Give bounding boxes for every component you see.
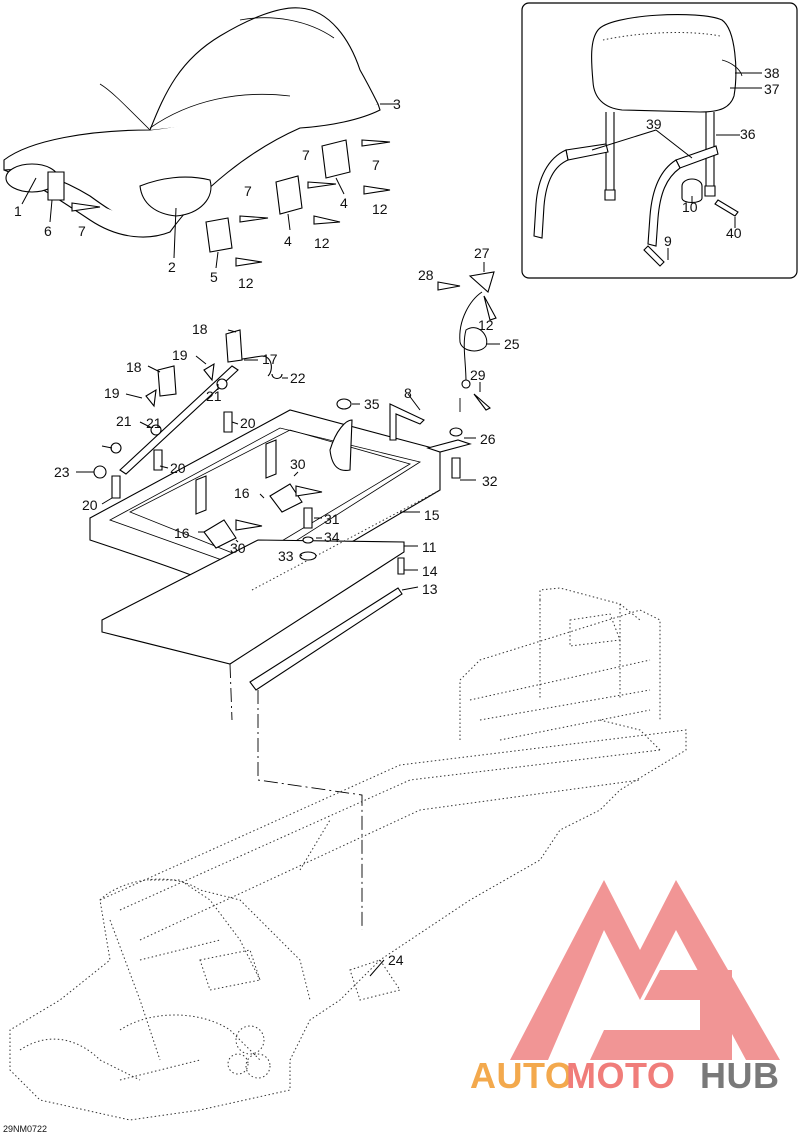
callout-6: 6 [44, 223, 52, 239]
tray-leaders [76, 329, 476, 591]
callout-18: 18 [192, 321, 208, 337]
callout-38: 38 [764, 65, 780, 81]
callout-12: 12 [478, 317, 494, 333]
callout-37: 37 [764, 81, 780, 97]
callout-21: 21 [116, 413, 132, 429]
callout-18: 18 [126, 359, 142, 375]
diagram-code: 29NM0722 [3, 1124, 47, 1134]
callout-28: 28 [418, 267, 434, 283]
callout-2: 2 [168, 259, 176, 275]
chassis-frame [9, 587, 687, 1121]
callout-25: 25 [504, 336, 520, 352]
callout-20: 20 [170, 460, 186, 476]
watermark-logo [510, 880, 780, 1060]
callout-22: 22 [290, 370, 306, 386]
callout-40: 40 [726, 225, 742, 241]
callout-7: 7 [372, 157, 380, 173]
callout-27: 27 [474, 245, 490, 261]
callout-3: 3 [393, 96, 401, 112]
callout-5: 5 [210, 269, 218, 285]
callout-7: 7 [302, 147, 310, 163]
callout-19: 19 [104, 385, 120, 401]
callout-30: 30 [290, 456, 306, 472]
callout-4: 4 [340, 195, 348, 211]
callout-13: 13 [422, 581, 438, 597]
callout-8: 8 [404, 385, 412, 401]
callout-32: 32 [482, 473, 498, 489]
callout-14: 14 [422, 563, 438, 579]
callout-35: 35 [364, 396, 380, 412]
callout-15: 15 [424, 507, 440, 523]
callout-26: 26 [480, 431, 496, 447]
callout-21: 21 [146, 415, 162, 431]
callout-11: 11 [422, 539, 437, 555]
callout-10: 10 [682, 199, 698, 215]
callout-16: 16 [174, 525, 190, 541]
watermark-hub: HUB [700, 1055, 780, 1096]
inset-leaders [591, 72, 762, 260]
callout-7: 7 [244, 183, 252, 199]
callout-4: 4 [284, 233, 292, 249]
seat-leaders [21, 103, 396, 269]
callout-30: 30 [230, 540, 246, 556]
callout-17: 17 [262, 351, 278, 367]
callout-12: 12 [372, 201, 388, 217]
callout-33: 33 [278, 548, 294, 564]
callout-29: 29 [470, 367, 486, 383]
callout-1: 1 [14, 203, 22, 219]
callout-20: 20 [82, 497, 98, 513]
seat-assembly [3, 7, 391, 267]
callout-23: 23 [54, 464, 70, 480]
storage-tray [89, 329, 472, 691]
watermark-auto: AUTO [470, 1055, 573, 1096]
backrest-assembly [533, 14, 743, 267]
cable-assembly [437, 271, 497, 411]
callout-9: 9 [664, 233, 672, 249]
callout-36: 36 [740, 126, 756, 142]
callout-19: 19 [172, 347, 188, 363]
callout-34: 34 [324, 529, 340, 545]
callout-20: 20 [240, 415, 256, 431]
automotohub-watermark: AUTO MOTO HUB [470, 880, 780, 1096]
callout-24: 24 [388, 952, 404, 968]
cable-leaders [479, 262, 500, 392]
callout-12: 12 [238, 275, 254, 291]
callout-12: 12 [314, 235, 330, 251]
callout-21: 21 [206, 388, 222, 404]
chassis-leaders [369, 959, 385, 977]
callout-39: 39 [646, 116, 662, 132]
callout-7: 7 [78, 223, 86, 239]
callout-16: 16 [234, 485, 250, 501]
callout-31: 31 [324, 511, 340, 527]
watermark-moto: MOTO [566, 1055, 675, 1096]
